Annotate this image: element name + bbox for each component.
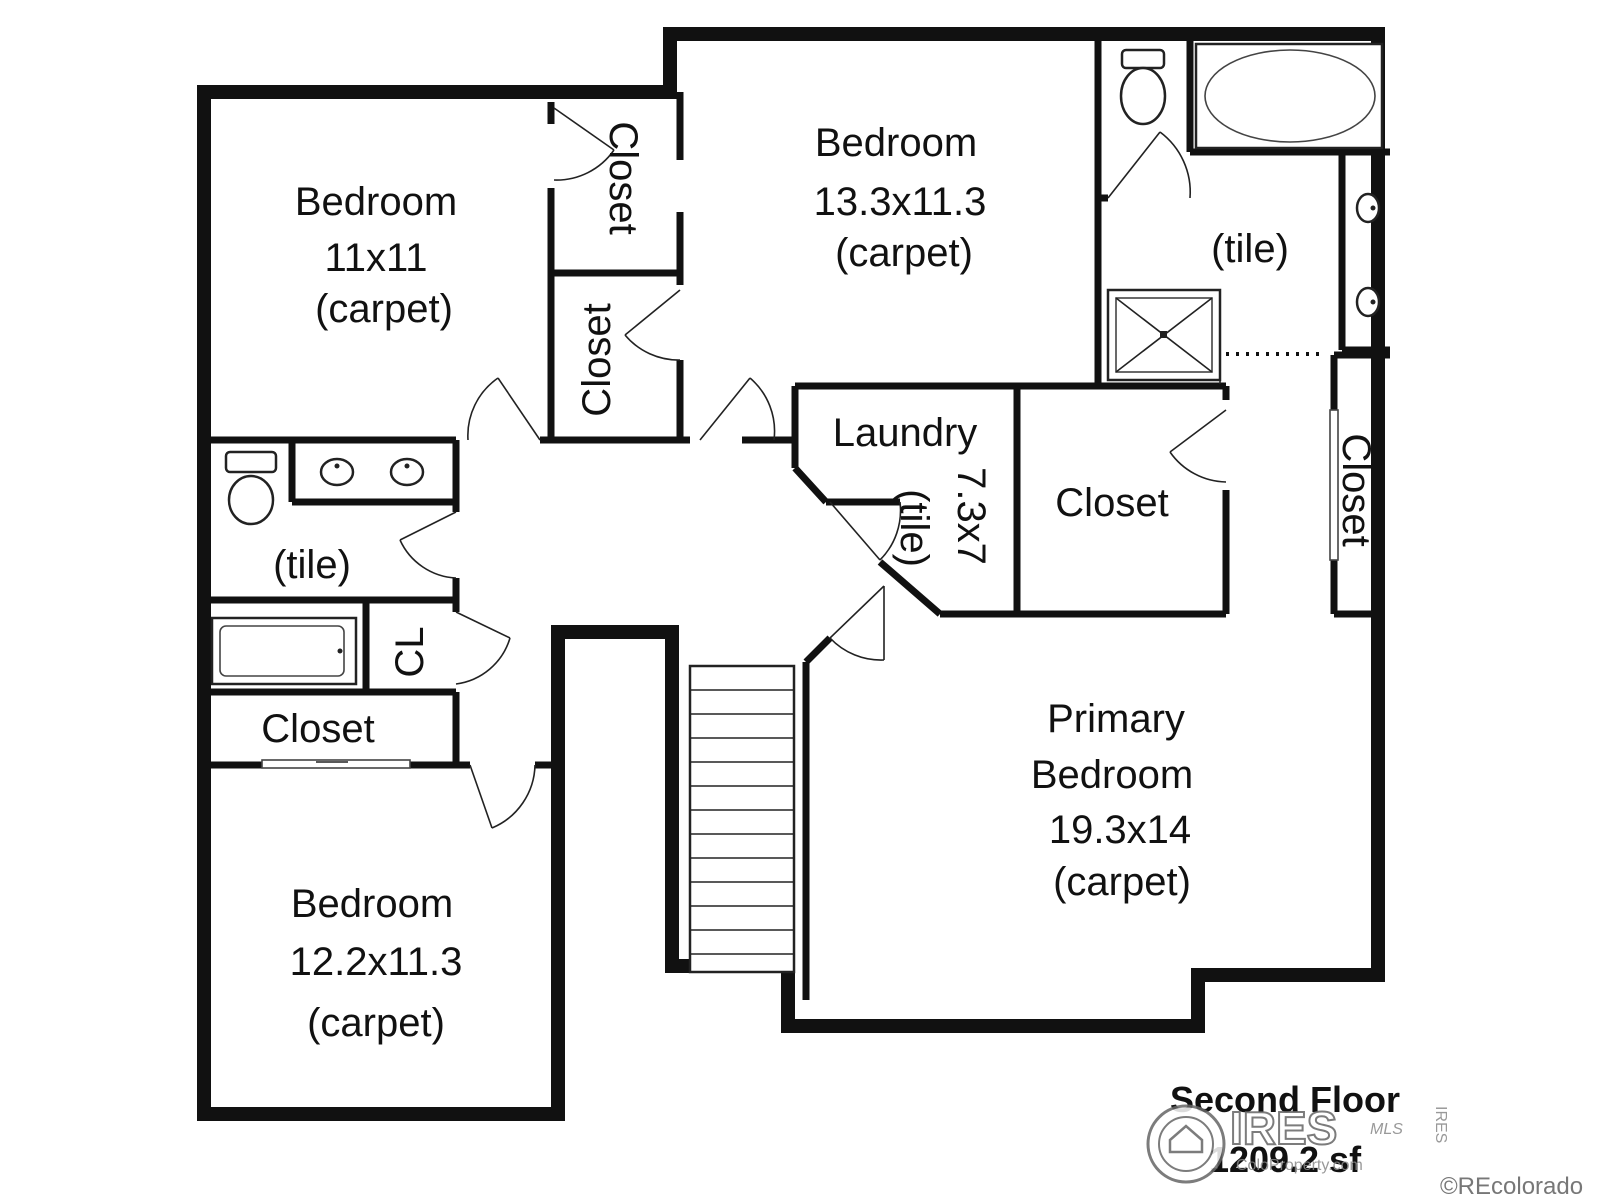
room-size: 12.2x11.3 bbox=[290, 940, 463, 984]
ires-watermark: IRES MLS ColoProperty.com IRES bbox=[1146, 1101, 1449, 1184]
room-name: Bedroom bbox=[295, 180, 457, 224]
closet-label-nw-upper: Closet bbox=[601, 121, 645, 234]
house-icon bbox=[1168, 1124, 1204, 1154]
room-primary-bedroom: Primary Bedroom 19.3x14 (carpet) bbox=[1031, 697, 1193, 904]
room-laundry: Laundry 7.3x7 (tile) bbox=[833, 411, 993, 567]
exterior-walls bbox=[197, 27, 1385, 1121]
floor-area: 1209.2 sf bbox=[1209, 1139, 1362, 1180]
closet-label-primary-mid: Closet bbox=[1055, 481, 1168, 525]
room-floor: (tile) bbox=[892, 489, 936, 567]
stairs bbox=[688, 664, 796, 974]
room-bath-primary: (tile) bbox=[1211, 227, 1289, 271]
room-floor: (tile) bbox=[1211, 227, 1289, 271]
closet-label-hall-linen: CL bbox=[388, 626, 432, 677]
room-floor: (carpet) bbox=[835, 231, 973, 275]
watermark-site: ColoProperty.com bbox=[1236, 1157, 1363, 1174]
room-bedroom-n: Bedroom 13.3x11.3 (carpet) bbox=[814, 121, 987, 275]
credit-text: ©REcolorado bbox=[1440, 1173, 1583, 1200]
room-name: Bedroom bbox=[291, 882, 453, 926]
room-size: 13.3x11.3 bbox=[814, 180, 987, 224]
closet-label-primary-east: Closet bbox=[1334, 433, 1378, 546]
room-name: Laundry bbox=[833, 411, 978, 455]
doors bbox=[261, 107, 1339, 829]
room-floor: (carpet) bbox=[1053, 860, 1191, 904]
watermark-brand: IRES bbox=[1230, 1102, 1337, 1154]
closet-label-nw-lower: Closet bbox=[575, 303, 619, 416]
room-size: 19.3x14 bbox=[1049, 808, 1191, 852]
interior-walls bbox=[204, 34, 1390, 1000]
room-floor: (carpet) bbox=[307, 1001, 445, 1045]
watermark-brand-suffix: MLS bbox=[1370, 1121, 1403, 1138]
room-size: 7.3x7 bbox=[949, 467, 993, 565]
watermark-vertical: IRES bbox=[1432, 1106, 1449, 1143]
room-floor: (carpet) bbox=[315, 287, 453, 331]
room-bedroom-sw: Bedroom 12.2x11.3 (carpet) bbox=[290, 882, 463, 1045]
fixtures bbox=[210, 42, 1384, 686]
room-floor: (tile) bbox=[273, 543, 351, 587]
room-name: Bedroom bbox=[815, 121, 977, 165]
room-name-line2: Bedroom bbox=[1031, 753, 1193, 797]
room-bath-hall: (tile) bbox=[273, 543, 351, 587]
room-size: 11x11 bbox=[324, 236, 427, 280]
room-bedroom-nw: Bedroom 11x11 (carpet) bbox=[295, 180, 457, 331]
closet-label-sw: Closet bbox=[261, 707, 374, 751]
room-name-line1: Primary bbox=[1047, 697, 1185, 741]
